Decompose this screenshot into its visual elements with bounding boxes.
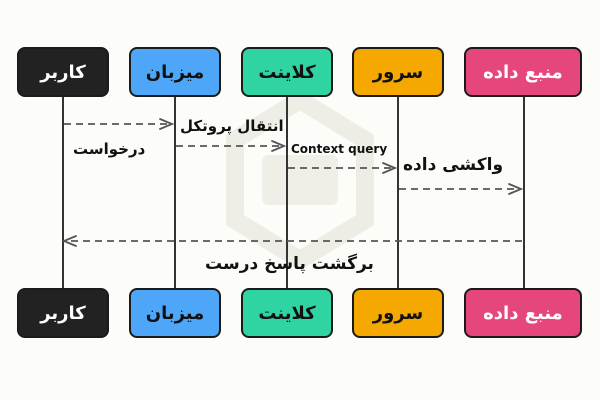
- message-label-response: برگشت پاسخ درست: [205, 254, 374, 274]
- actor-server-top: سرور: [352, 47, 444, 97]
- arrowhead-fetch: [508, 183, 524, 195]
- actor-host-bottom: میزبان: [129, 288, 221, 338]
- lifeline-host: [174, 85, 176, 290]
- arrowhead-context-query: [382, 162, 398, 174]
- actor-label: کاربر: [40, 61, 86, 83]
- actor-user-bottom: کاربر: [17, 288, 109, 338]
- message-label-fetch: واکشی داده: [403, 155, 504, 175]
- arrowhead-response: [61, 235, 77, 247]
- actor-label: سرور: [372, 61, 424, 83]
- lifeline-user: [62, 85, 64, 290]
- arrowhead-protocol: [271, 140, 287, 152]
- actor-label: سرور: [372, 302, 424, 324]
- actor-label: منبع داده: [483, 302, 563, 324]
- actor-user-top: کاربر: [17, 47, 109, 97]
- actor-client-bottom: کلاینت: [241, 288, 333, 338]
- lifeline-server: [397, 85, 399, 290]
- message-label-context-query: Context query: [291, 142, 388, 156]
- actor-datasource-top: منبع داده: [464, 47, 582, 97]
- actor-datasource-bottom: منبع داده: [464, 288, 582, 338]
- arrowhead-request: [159, 118, 175, 130]
- actor-label: کلاینت: [258, 302, 316, 324]
- actor-client-top: کلاینت: [241, 47, 333, 97]
- lifeline-datasource: [523, 85, 525, 290]
- actor-server-bottom: سرور: [352, 288, 444, 338]
- actor-label: کاربر: [40, 302, 86, 324]
- actor-label: میزبان: [145, 302, 205, 324]
- actor-host-top: میزبان: [129, 47, 221, 97]
- message-label-protocol: انتقال پروتکل: [180, 117, 284, 135]
- actor-label: منبع داده: [483, 61, 563, 83]
- actor-label: میزبان: [145, 61, 205, 83]
- message-label-request: درخواست: [73, 140, 146, 158]
- lifeline-client: [286, 85, 288, 290]
- actor-label: کلاینت: [258, 61, 316, 83]
